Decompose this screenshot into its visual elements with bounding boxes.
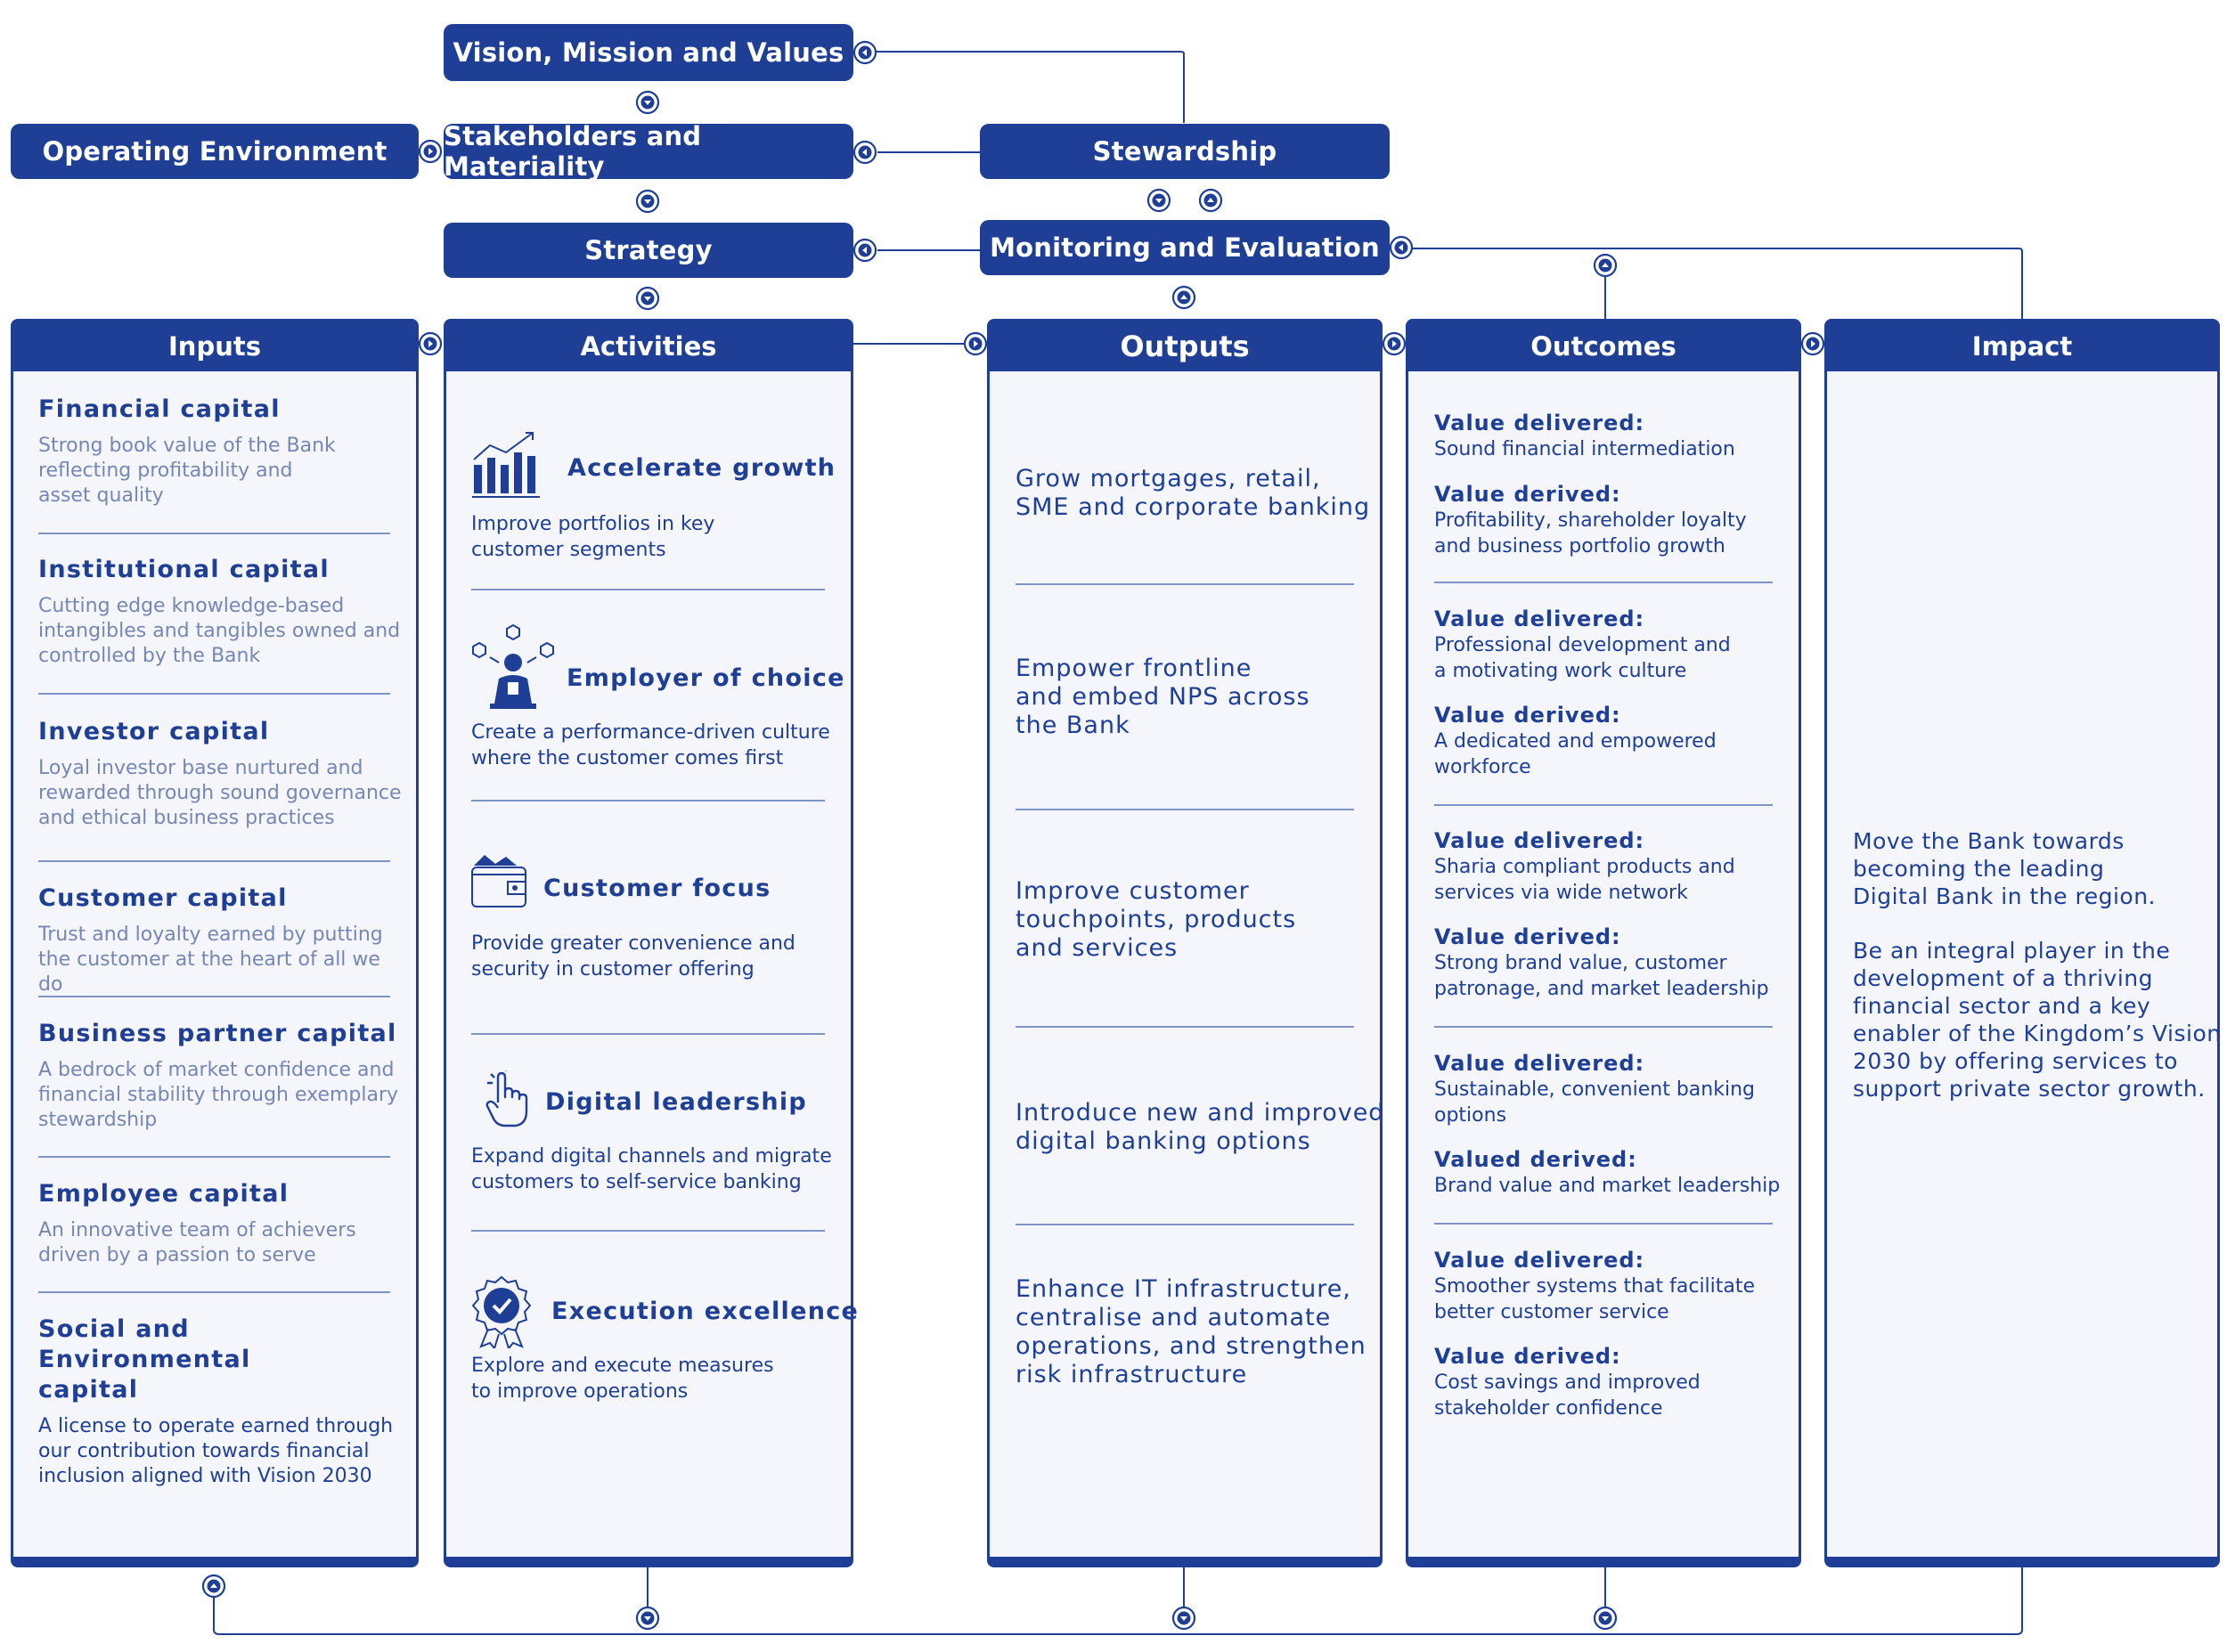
growth-chart-icon	[472, 432, 540, 498]
stakeholders-label: Stakeholders and Materiality	[444, 121, 702, 182]
divider	[1434, 804, 1773, 806]
activity-desc: Create a performance-driven culture wher…	[471, 721, 830, 769]
vision-mission-values-box[interactable]: Vision, Mission and Values	[444, 24, 853, 81]
input-desc: Cutting edge knowledge-based intangibles…	[38, 595, 401, 667]
stakeholders-materiality-box[interactable]: Stakeholders and Materiality	[444, 121, 853, 182]
divider	[1016, 1224, 1354, 1225]
activity-desc: Provide greater convenience and security…	[471, 932, 795, 981]
outcome-item: Value delivered: Sustainable, convenient…	[1434, 1051, 1781, 1197]
divider	[38, 533, 390, 534]
impact-header: Impact	[1827, 321, 2217, 371]
divider	[1434, 1223, 1773, 1225]
outputs-header: Outputs	[990, 321, 1380, 371]
input-desc: Strong book value of the Bank reflecting…	[38, 435, 336, 507]
outcome-item: Value delivered: Sharia compliant produc…	[1434, 828, 1769, 1000]
employee-icon	[472, 623, 554, 709]
input-desc: A license to operate earned through our …	[38, 1415, 394, 1487]
strategy-box[interactable]: Strategy	[444, 223, 853, 278]
left-arrow-icon	[852, 40, 1414, 263]
output-item: Grow mortgages, retail, SME and corporat…	[1016, 465, 1371, 521]
input-item-business-partner: Business partner capital A bedrock of ma…	[38, 1019, 404, 1133]
output-item: Introduce new and improved digital banki…	[1016, 1099, 1385, 1155]
pointer-hand-icon	[485, 1070, 528, 1127]
divider	[38, 1156, 390, 1158]
activities-column: Activities	[444, 319, 853, 1567]
impact-text: Move the Bank towards becoming the leadi…	[1853, 828, 2222, 1102]
input-desc: An innovative team of achievers driven b…	[38, 1219, 356, 1266]
operating-label: Operating Environment	[42, 136, 387, 167]
badge-check-icon	[471, 1275, 532, 1348]
divider	[38, 693, 390, 695]
outcome-item: Value delivered: Sound financial interme…	[1434, 411, 1747, 557]
input-title: Employee capital	[38, 1180, 290, 1208]
outcome-item: Value delivered: Smoother systems that f…	[1434, 1248, 1756, 1420]
outcome-item: Value delivered: Professional developmen…	[1434, 606, 1731, 778]
activity-title: Digital leadership	[545, 1088, 808, 1116]
divider	[1016, 809, 1354, 810]
up-arrow-icon	[201, 188, 1618, 1599]
input-title: Investor capital	[38, 718, 270, 745]
divider	[1016, 1026, 1354, 1028]
output-item: Empower frontline and embed NPS across t…	[1016, 655, 1310, 739]
right-arrow-icon	[418, 139, 1825, 356]
divider	[1434, 1026, 1773, 1028]
input-title: Business partner capital	[38, 1020, 397, 1047]
outcomes-header: Outcomes	[1408, 321, 1799, 371]
operating-environment-box[interactable]: Operating Environment	[11, 124, 419, 179]
input-item-employee: Employee capital An innovative team of a…	[38, 1179, 404, 1268]
inputs-header: Inputs	[13, 321, 416, 371]
activity-title: Execution excellence	[551, 1298, 860, 1325]
wallet-icon	[471, 855, 526, 907]
output-item: Improve customer touchpoints, products a…	[1016, 877, 1297, 962]
monitoring-evaluation-box[interactable]: Monitoring and Evaluation	[980, 220, 1390, 275]
stewardship-label: Stewardship	[1092, 136, 1277, 167]
divider	[471, 800, 825, 802]
outcomes-column: Outcomes	[1406, 319, 1801, 1567]
divider	[38, 996, 390, 997]
input-desc: Trust and loyalty earned by putting the …	[38, 924, 383, 996]
input-title: Social and Environmental capital	[38, 1315, 251, 1404]
down-arrow-icon	[635, 90, 1618, 1631]
activity-title: Accelerate growth	[567, 454, 836, 482]
activity-desc: Expand digital channels and migrate cust…	[471, 1145, 832, 1193]
divider	[471, 1033, 825, 1035]
input-title: Financial capital	[38, 395, 281, 423]
outputs-column: Outputs	[987, 319, 1383, 1567]
stewardship-box[interactable]: Stewardship	[980, 124, 1390, 179]
input-desc: Loyal investor base nurtured and rewarde…	[38, 757, 402, 829]
strategy-label: Strategy	[584, 235, 713, 265]
input-item-financial: Financial capital Strong book value of t…	[38, 395, 404, 509]
input-item-institutional: Institutional capital Cutting edge knowl…	[38, 555, 404, 669]
activity-desc: Explore and execute measures to improve …	[471, 1355, 774, 1403]
input-title: Customer capital	[38, 884, 288, 912]
divider	[38, 860, 390, 862]
impact-column: Impact	[1824, 319, 2220, 1567]
input-item-social-environmental: Social and Environmental capital A licen…	[38, 1314, 404, 1489]
output-item: Enhance IT infrastructure, centralise an…	[1016, 1275, 1366, 1388]
activities-header: Activities	[446, 321, 851, 371]
activity-title: Customer focus	[543, 875, 771, 902]
input-item-customer: Customer capital Trust and loyalty earne…	[38, 883, 404, 997]
vision-label: Vision, Mission and Values	[453, 37, 844, 68]
activity-desc: Improve portfolios in key customer segme…	[471, 513, 715, 561]
inputs-column: Inputs	[11, 319, 419, 1567]
divider	[1016, 583, 1354, 585]
monitoring-label: Monitoring and Evaluation	[990, 232, 1380, 263]
divider	[1434, 582, 1773, 583]
divider	[38, 1291, 390, 1293]
input-item-investor: Investor capital Loyal investor base nur…	[38, 717, 404, 831]
input-title: Institutional capital	[38, 556, 330, 583]
divider	[471, 589, 825, 590]
divider	[471, 1230, 825, 1232]
activity-title: Employer of choice	[567, 664, 845, 692]
input-desc: A bedrock of market confidence and finan…	[38, 1059, 399, 1131]
